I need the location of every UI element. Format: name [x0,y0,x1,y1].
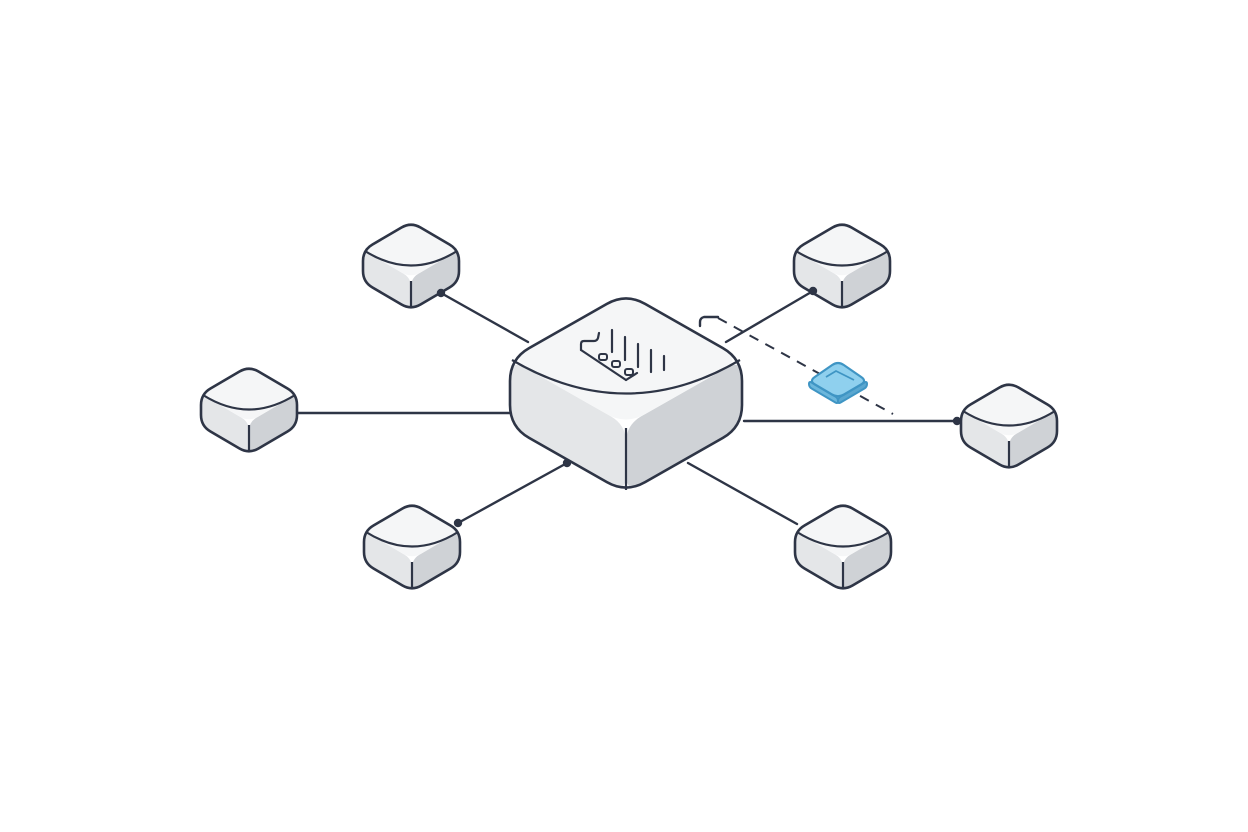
node-bottom-left-right-face [412,533,460,589]
node-left-outline [199,367,299,453]
folder-tab [825,370,855,381]
packet-side-right [836,381,869,404]
node-left-left-face [201,396,249,452]
hub-block-left-face [510,364,626,488]
rack-led-1 [598,353,608,361]
node-bottom-left-top-edge [365,531,459,548]
dot-node-top-left [436,288,446,298]
node-bottom-right-outline [793,504,893,590]
node-top-left-outline [361,223,461,309]
rack-led-3 [624,368,634,376]
node-bottom-left-outline [362,504,462,590]
dot-node-bottom-left [453,518,463,528]
dashed-link-elbow [698,315,720,328]
node-top-left-right-face [411,252,459,308]
node-top-left [361,223,461,309]
hub-block [508,297,744,490]
link-node-top-right [724,289,815,344]
rack-base-end [624,371,639,382]
node-top-left-left-face [363,252,411,308]
node-top-right-left-face [794,252,842,308]
node-right-top-edge [962,410,1056,427]
node-right [959,383,1059,469]
node-bottom-left-left-face [364,533,412,589]
rack-frame [579,331,601,352]
link-node-bottom-right [686,461,799,526]
node-bottom-left [362,504,462,590]
node-right-left-face [961,412,1009,468]
dot-node-top-right [808,286,818,296]
link-node-top-left [439,291,530,344]
node-top-right-right-face [842,252,890,308]
node-right-right-face [1009,412,1057,468]
nodes-layer [199,223,1059,590]
node-bottom-right-right-face [843,533,891,589]
node-top-right-top-edge [795,250,889,267]
link-node-bottom-left [456,461,569,525]
node-bottom-right-left-face [795,533,843,589]
hub-block-right-face [626,364,742,488]
node-top-left-top-edge [364,250,458,267]
links-layer [296,289,959,526]
rack-base [579,348,628,382]
node-top-right-outline [792,223,892,309]
node-bottom-right-top-edge [796,531,890,548]
packet-top [810,361,866,398]
node-left [199,367,299,453]
dot-node-right [952,416,962,426]
hub-block-outline [508,297,744,489]
dot-hub-bottom-left [562,458,572,468]
node-left-right-face [249,396,297,452]
hub-block-top-edge [511,359,741,395]
rack-led-2 [611,360,621,368]
folder-icon [807,361,869,404]
dashed-link-node-right [717,317,894,415]
node-top-right [792,223,892,309]
node-bottom-right [793,504,893,590]
server-rack-icon [579,328,666,382]
node-left-top-edge [202,394,296,411]
